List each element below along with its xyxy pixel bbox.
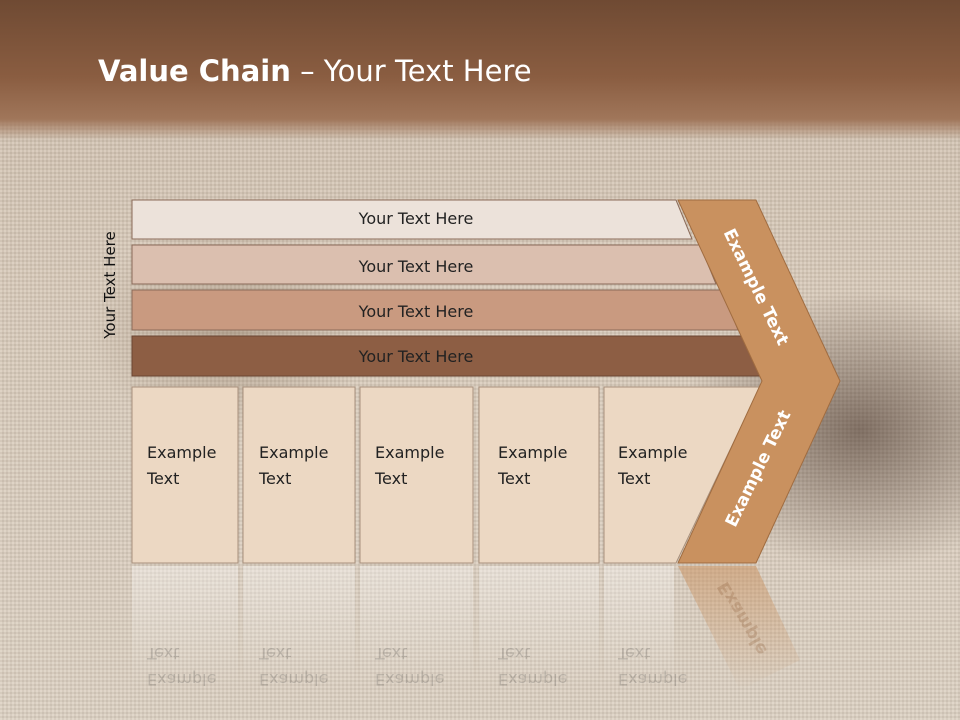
reflection-text-2: Example Text <box>259 644 329 689</box>
reflection-text-5: Example Text <box>618 644 688 689</box>
bar-1-label: Your Text Here <box>358 209 474 228</box>
box-3-label: Example Text <box>375 443 445 488</box>
bar-2-shape <box>131 244 717 285</box>
title-rest: – Your Text Here <box>290 54 532 88</box>
title-bold: Value Chain <box>98 54 291 88</box>
box-3-shape <box>359 386 474 564</box>
box-4-label: Example Text <box>498 443 568 488</box>
box-4-shape <box>478 386 600 564</box>
bar-1-shape <box>131 199 693 240</box>
box-1-shape <box>131 386 239 564</box>
reflection-text-3: Example Text <box>375 644 445 689</box>
reflection-text-4: Example Text <box>498 644 568 689</box>
bar-2-label: Your Text Here <box>358 257 474 276</box>
box-2-shape <box>242 386 356 564</box>
reflection <box>132 566 800 690</box>
chevron-shape <box>677 199 841 564</box>
box-5-label: Example Text <box>618 443 688 488</box>
bar-4-label: Your Text Here <box>358 347 474 366</box>
bar-3-label: Your Text Here <box>358 302 474 321</box>
reflection-text-1: Example Text <box>147 644 217 689</box>
box-1-label: Example Text <box>147 443 217 488</box>
box-5-shape <box>603 386 761 564</box>
slide-title: Value Chain – Your Text Here <box>98 54 532 88</box>
box-2-label: Example Text <box>259 443 329 488</box>
title-band <box>0 0 960 140</box>
